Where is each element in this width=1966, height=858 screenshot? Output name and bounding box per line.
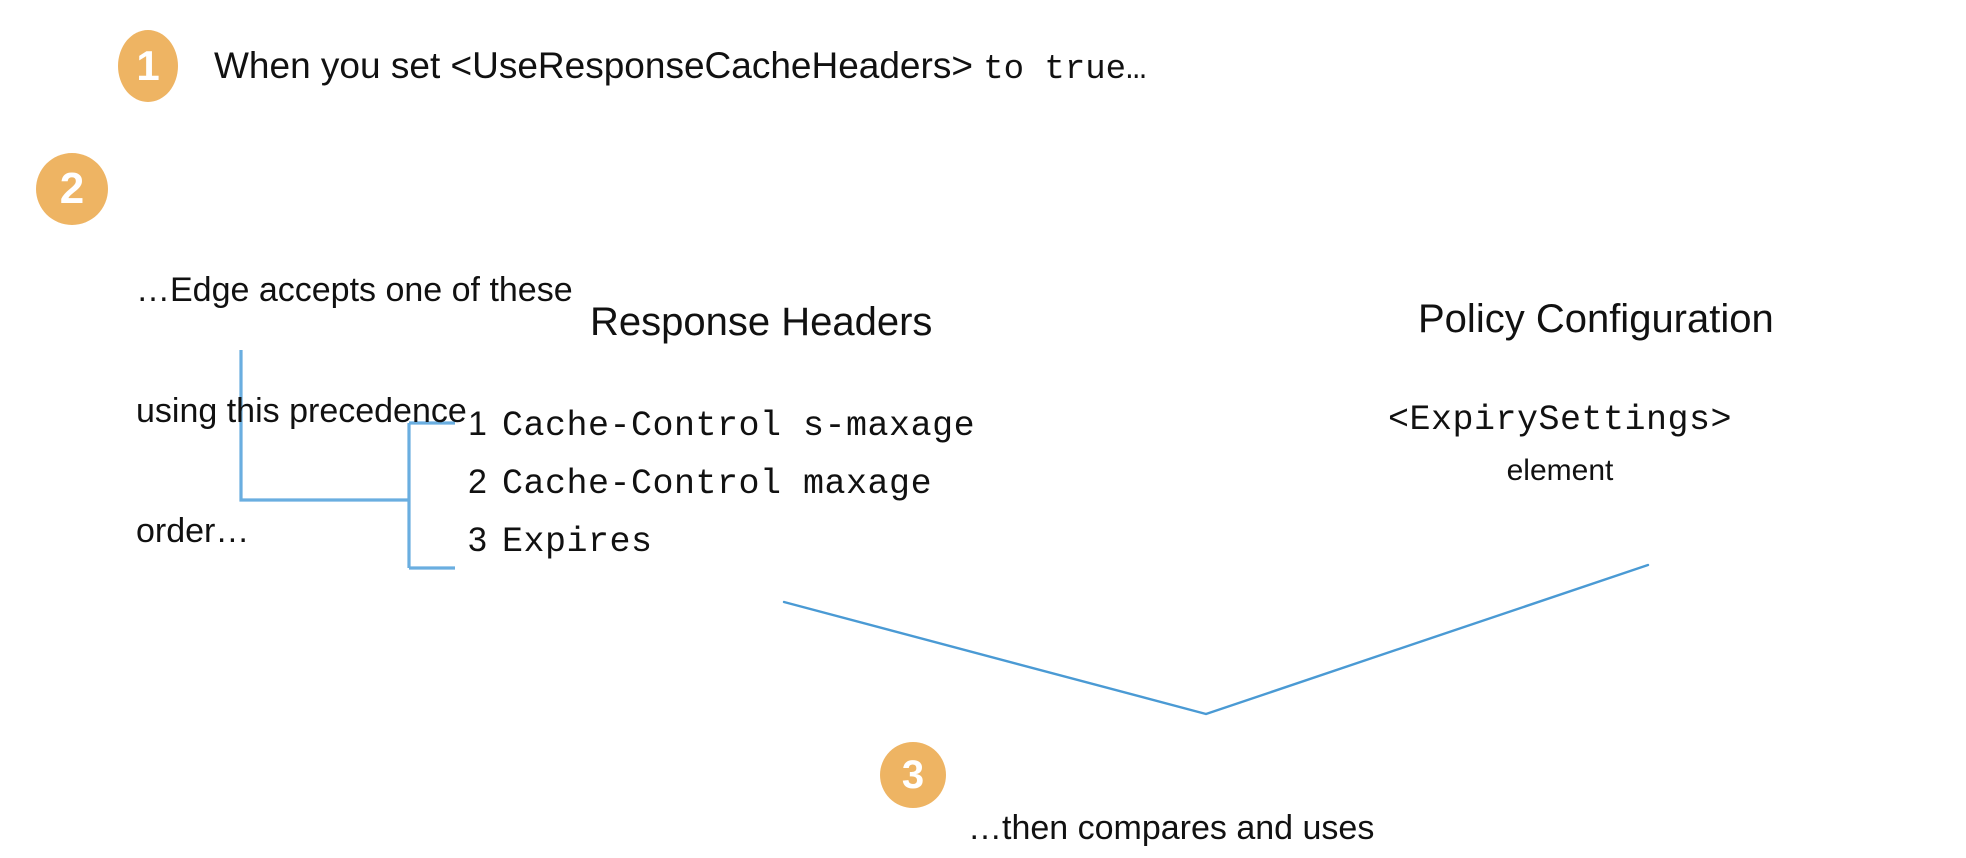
list-item-rank: 3 [468, 521, 487, 559]
list-item: 3 Expires [468, 521, 1088, 579]
step-2-line-1: …Edge accepts one of these [136, 271, 573, 310]
list-item: 1 Cache-Control s-maxage [468, 405, 1088, 463]
policy-configuration-block: <ExpirySettings> element [1340, 400, 1780, 488]
comparison-merge-arrow [782, 563, 1650, 716]
step-badge-1: 1 [118, 30, 178, 102]
expiry-settings-element-name: <ExpirySettings> [1387, 400, 1733, 440]
step-1-text: When you set <UseResponseCacheHeaders> t… [214, 45, 1147, 89]
list-item-rank: 2 [468, 463, 487, 501]
list-item: 2 Cache-Control maxage [468, 463, 1088, 521]
list-item-value: Cache-Control s-maxage [502, 406, 976, 446]
list-item-value: Expires [502, 522, 653, 562]
step-1-text-mono: to true… [983, 51, 1147, 89]
step-2-line-3: order… [136, 511, 250, 550]
step-3-text: …then compares and uses the lesser of th… [968, 728, 1374, 858]
step-badge-3: 3 [880, 742, 946, 808]
list-item-rank: 1 [468, 405, 487, 443]
policy-configuration-heading: Policy Configuration [1418, 297, 1774, 341]
step-badge-2: 2 [36, 153, 108, 225]
list-item-value: Cache-Control maxage [502, 464, 933, 504]
step-1-text-prefix: When you set <UseResponseCacheHeaders> [214, 45, 984, 86]
response-headers-heading: Response Headers [590, 300, 933, 344]
response-headers-list: 1 Cache-Control s-maxage 2 Cache-Control… [468, 405, 1088, 579]
step-2-line-2: using this precedence [136, 391, 467, 430]
step-2-text: …Edge accepts one of these using this pr… [136, 190, 573, 631]
step-3-line-1: …then compares and uses [968, 809, 1375, 848]
expiry-settings-element-word: element [1506, 454, 1614, 487]
